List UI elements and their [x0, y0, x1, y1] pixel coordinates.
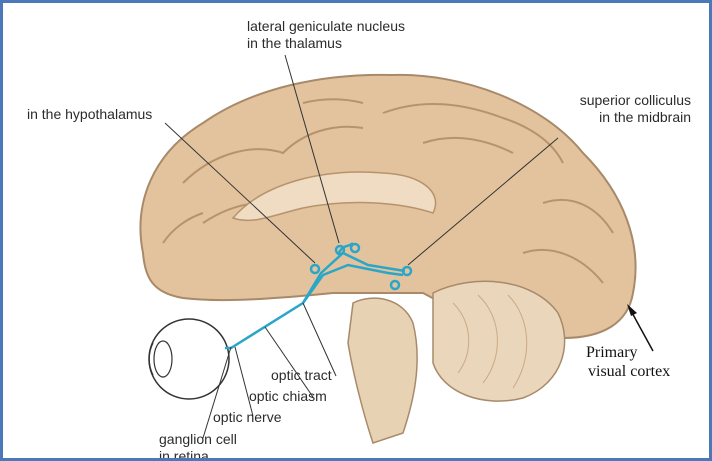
optic-chiasm-label: optic chiasm [249, 388, 327, 404]
lgn-label-line2: in the thalamus [247, 35, 342, 51]
lgn-label: lateral geniculate nucleus in the thalam… [247, 18, 405, 52]
leader-lines [164, 54, 559, 439]
eyeball [148, 318, 230, 400]
optic-nerve-label: optic nerve [213, 409, 282, 425]
brain-illustration [139, 54, 654, 444]
corpus-callosum [231, 171, 437, 222]
hypothalamus-label: in the hypothalamus [27, 106, 153, 122]
optic-tract-label: optic tract [271, 367, 332, 383]
primary-visual-cortex-line1: Primary [586, 344, 638, 361]
superior-colliculus-line1: superior colliculus [579, 92, 691, 108]
primary-visual-cortex-label: Primary visual cortex [582, 343, 670, 381]
primary-visual-cortex-line2: visual cortex [588, 363, 671, 380]
superior-colliculus-label: superior colliculus in the midbrain [531, 92, 691, 126]
ganglion-cell-line1: ganglion cell [159, 431, 237, 447]
ganglion-cell-label: ganglion cell in retina [159, 431, 237, 461]
cerebellum [432, 280, 566, 402]
cerebrum [139, 73, 637, 340]
superior-colliculus-line2: in the midbrain [599, 109, 691, 125]
brainstem [347, 297, 418, 444]
lgn-label-line1: lateral geniculate nucleus [247, 18, 405, 34]
cerebellum-folia [452, 294, 528, 389]
ganglion-cell-line2: in retina [159, 448, 209, 461]
visual-cortex-arrow [627, 304, 654, 352]
